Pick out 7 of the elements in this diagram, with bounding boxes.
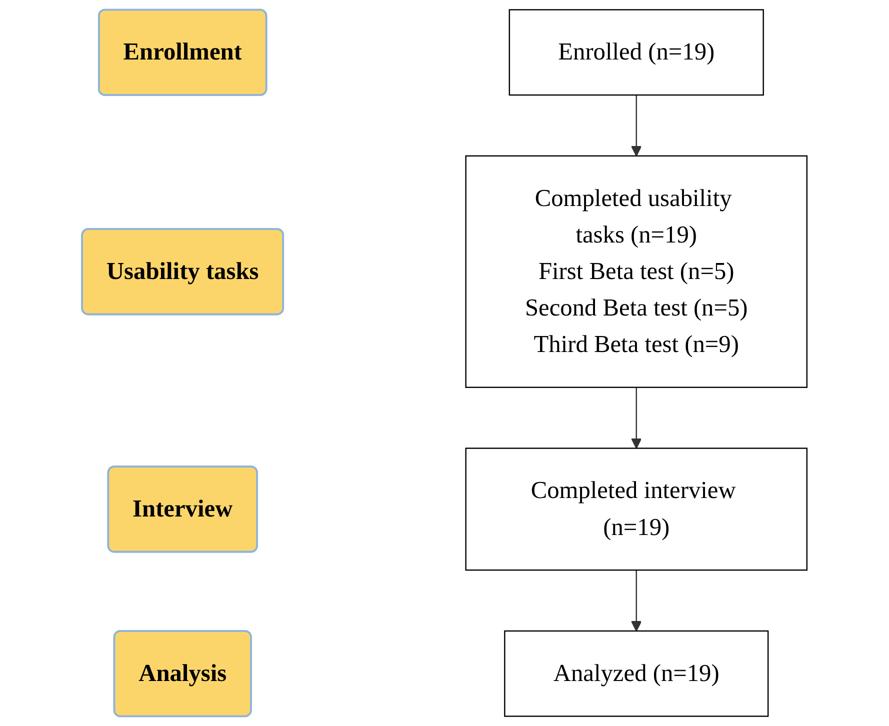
- node-box: Analyzed (n=19): [504, 630, 769, 717]
- node-box: Enrolled (n=19): [508, 9, 764, 96]
- arrow: [631, 570, 642, 632]
- arrow: [631, 95, 642, 156]
- node-box: Completed interview (n=19): [465, 448, 808, 571]
- node-box: Completed usability tasks (n=19) First Beta test (n=5) Second Beta test (n=5) Third Beta test (n=9): [465, 155, 808, 388]
- arrow: [631, 387, 642, 449]
